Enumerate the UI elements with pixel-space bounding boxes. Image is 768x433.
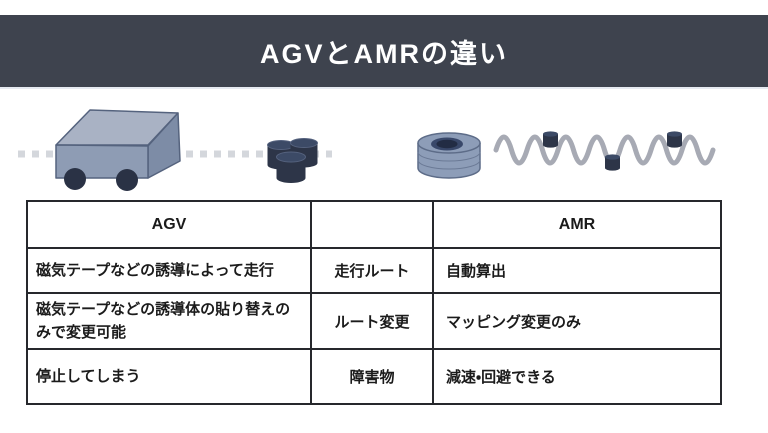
amr-driving-route-cell: 自動算出 [432,247,722,294]
illustration-svg [18,109,716,191]
comparison-table: AGV AMR 磁気テープなどの誘導によって走行 走行ルート 自動算出 磁気テー… [26,200,722,405]
obstacle-icon [605,154,621,171]
cargo-barrels-icon [267,138,318,183]
wavy-route-path-icon [493,134,716,166]
row-label-route-change: ルート変更 [310,292,434,350]
agv-obstacle-cell: 停止してしまう [26,348,312,405]
agv-driving-route-cell: 磁気テープなどの誘導によって走行 [26,247,312,294]
row-label-obstacle: 障害物 [310,348,434,405]
amr-obstacle-cell: 減速・回避できる [432,348,722,405]
column-header-agv: AGV [26,200,312,249]
comparison-table-wrap: AGV AMR 磁気テープなどの誘導によって走行 走行ルート 自動算出 磁気テー… [26,200,722,405]
table-header-row: AGV AMR [26,200,722,249]
column-header-middle [310,200,434,249]
amr-robot-icon [417,132,481,179]
amr-sensor-center-icon [436,139,458,149]
obstacle-icon [543,131,558,148]
agv-route-change-cell: 磁気テープなどの誘導体の貼り替えのみで変更可能 [26,292,312,350]
obstacle-icon [667,131,682,148]
row-label-driving-route: 走行ルート [310,247,434,294]
amr-route-change-cell: マッピング変更のみ [432,292,722,350]
table-row: 停止してしまう 障害物 減速・回避できる [26,348,722,405]
agv-wheel-icon [116,169,138,191]
agv-vehicle-icon [55,109,181,191]
table-row: 磁気テープなどの誘導によって走行 走行ルート 自動算出 [26,247,722,294]
table-row: 磁気テープなどの誘導体の貼り替えのみで変更可能 ルート変更 マッピング変更のみ [26,292,722,350]
title-banner: AGVとAMRの違い [0,15,768,87]
agv-wheel-icon [64,168,86,190]
column-header-amr: AMR [432,200,722,249]
barrel-icon [276,151,306,183]
illustration-strip [0,90,768,200]
page-title: AGVとAMRの違い [260,38,508,69]
